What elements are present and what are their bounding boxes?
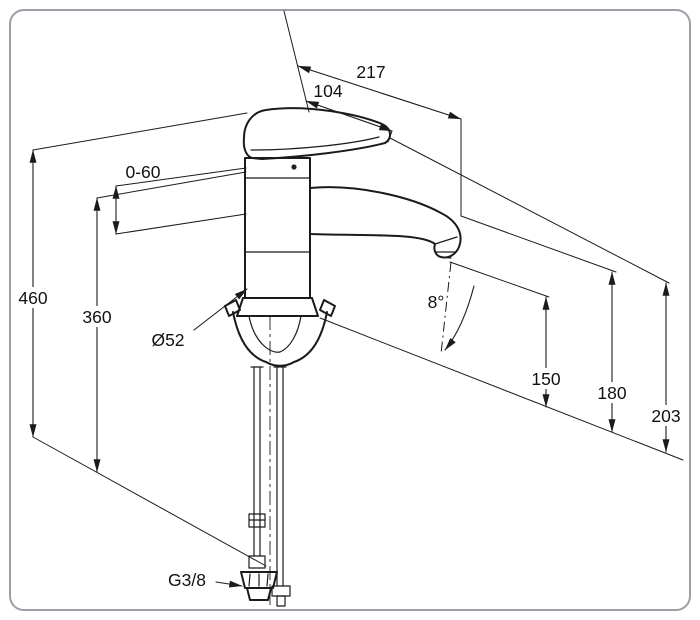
dim-217: 217 xyxy=(283,10,462,217)
stream-axis-line xyxy=(440,261,452,355)
spout-outline xyxy=(309,186,462,259)
leader-line xyxy=(193,288,248,331)
bracket-left-tab xyxy=(224,299,241,317)
dim-104: 104 xyxy=(305,81,393,143)
dim-460-label: 460 xyxy=(18,288,47,308)
extension-line xyxy=(32,436,267,567)
label-background xyxy=(592,382,632,403)
dim-104-label: 104 xyxy=(313,81,342,101)
connector-right-tip xyxy=(276,595,286,607)
label-background xyxy=(646,405,686,426)
dim-thread-label: G3/8 xyxy=(168,570,206,590)
dim-217-label: 217 xyxy=(356,62,385,82)
dim-diameter: Ø52 xyxy=(151,288,248,350)
angle-arc xyxy=(444,285,475,351)
bracket-right-tab xyxy=(319,299,336,317)
lever-detail-line xyxy=(250,136,380,151)
dim-203-label: 203 xyxy=(651,406,680,426)
dim-0-60-label: 0-60 xyxy=(125,162,160,182)
aerator xyxy=(434,236,458,259)
extension-line xyxy=(115,167,247,187)
base-escutcheon xyxy=(236,297,319,317)
faucet-spout xyxy=(309,186,462,259)
dim-thread: G3/8 xyxy=(168,570,243,590)
faucet xyxy=(224,107,462,607)
extension-line xyxy=(389,137,670,284)
extension-line xyxy=(115,213,247,235)
extension-line xyxy=(32,112,248,151)
extension-line xyxy=(387,130,393,143)
bracket-inner-curve xyxy=(248,315,302,353)
threaded-rods xyxy=(248,366,287,587)
bracket-bottom xyxy=(265,361,295,367)
bracket-left-arm xyxy=(232,311,267,363)
leader-line xyxy=(215,580,243,588)
indicator-dot xyxy=(291,164,297,170)
dim-0-60: 0-60 xyxy=(112,162,247,235)
connector-hex-upper xyxy=(240,571,278,589)
dim-360-label: 360 xyxy=(82,307,111,327)
extension-line xyxy=(96,171,247,199)
dimension-line xyxy=(305,100,393,132)
connector-collar xyxy=(248,555,266,569)
dim-angle-label: 8° xyxy=(428,292,445,312)
extension-line xyxy=(449,261,550,298)
drawing-frame xyxy=(9,9,691,611)
connector-hex-lower xyxy=(246,587,272,601)
dim-360: 360 xyxy=(77,171,247,473)
bracket-right-arm xyxy=(293,311,328,363)
dim-diameter-label: Ø52 xyxy=(151,330,184,350)
dimension-line xyxy=(297,65,462,120)
label-background xyxy=(13,287,53,308)
extension-line xyxy=(460,215,617,273)
dim-180: 180 xyxy=(460,215,632,433)
label-background xyxy=(77,306,117,327)
dim-203: 203 xyxy=(389,137,686,453)
counter-reference-line xyxy=(319,317,684,461)
dim-150: 150 xyxy=(449,261,566,408)
connector-hatch xyxy=(248,573,269,587)
dim-angle: 8° xyxy=(428,261,475,355)
dim-180-label: 180 xyxy=(597,383,626,403)
dim-460: 460 xyxy=(13,112,267,567)
dim-150-label: 150 xyxy=(531,369,560,389)
hose-connector xyxy=(240,555,291,607)
mounting-bracket xyxy=(224,299,336,367)
label-background xyxy=(526,368,566,389)
